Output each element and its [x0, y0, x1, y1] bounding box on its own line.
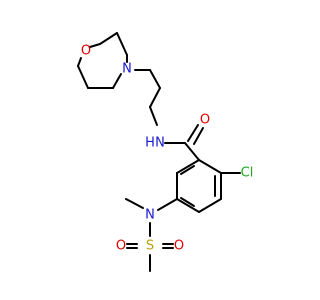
bond [176, 198, 200, 213]
bond [77, 65, 89, 89]
bond [193, 127, 204, 145]
bond [157, 198, 178, 211]
benzene-ring [176, 159, 222, 213]
amide-hydrogen-label: H [145, 136, 155, 151]
sulfonyl-oxygen-left-label: O [116, 239, 126, 254]
bond [180, 165, 195, 175]
carbonyl-oxygen-label: O [200, 113, 210, 128]
bond [176, 159, 200, 174]
sulfonyl-oxygen-right-label: O [174, 239, 184, 254]
bond [125, 198, 144, 209]
bond [180, 197, 195, 207]
bond [77, 57, 82, 67]
structure-svg: O N N H O Cl N S O O [77, 32, 254, 272]
morpholine-ring [77, 32, 128, 89]
bond [99, 32, 118, 45]
bond [149, 87, 161, 108]
sulfonamide-nitrogen-label: N [145, 208, 155, 223]
morpholine-nitrogen-label: N [122, 62, 132, 77]
bond [184, 142, 200, 161]
bond [112, 73, 122, 89]
sulfonamide-group [125, 198, 178, 272]
chlorine-label: Cl [241, 166, 254, 181]
sulfur-label: S [146, 239, 154, 254]
bond [149, 69, 161, 89]
molecule-diagram: O N N H O Cl N S O O [77, 32, 254, 272]
morpholine-oxygen-label: O [81, 44, 91, 59]
bond [149, 106, 158, 126]
bond [187, 124, 199, 142]
amide-nitrogen-label: N [155, 136, 165, 151]
bond [198, 159, 222, 174]
amide-group [164, 124, 204, 161]
propyl-chain [134, 69, 161, 126]
bond [198, 198, 222, 213]
bond [89, 43, 101, 48]
bond [116, 32, 128, 56]
